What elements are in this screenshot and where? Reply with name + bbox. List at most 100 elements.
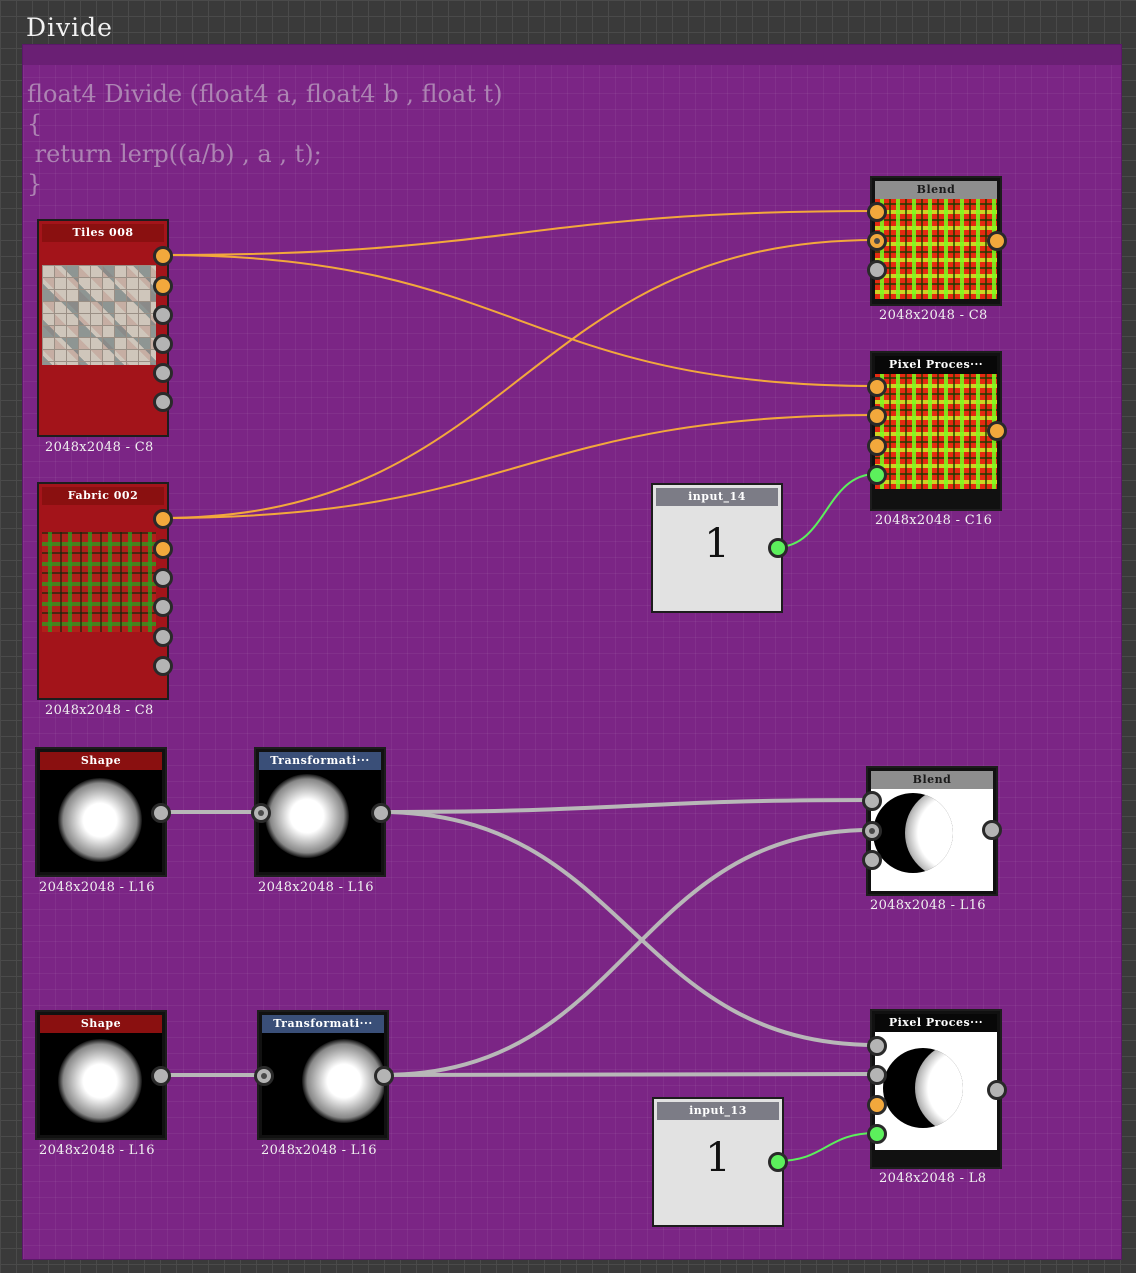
output-port[interactable]: [153, 363, 173, 383]
output-port[interactable]: [153, 539, 173, 559]
output-port[interactable]: [987, 231, 1007, 251]
node-title: Tiles 008: [42, 224, 164, 242]
output-port[interactable]: [151, 803, 171, 823]
output-port[interactable]: [151, 1066, 171, 1086]
node-preview: [42, 242, 164, 432]
output-port[interactable]: [153, 656, 173, 676]
shape-thumbnail: [58, 778, 142, 862]
node-resolution: 2048x2048 - L16: [39, 1143, 155, 1158]
node-pixel-processor-color[interactable]: Pixel Proces···: [870, 351, 1002, 511]
node-blend-color[interactable]: Blend: [870, 176, 1002, 306]
node-resolution: 2048x2048 - C8: [879, 308, 988, 323]
input-port[interactable]: [251, 803, 271, 823]
input-port[interactable]: [867, 231, 887, 251]
node-title: Pixel Proces···: [875, 1014, 997, 1032]
crescent-shape: [873, 793, 953, 873]
output-port[interactable]: [153, 392, 173, 412]
node-shape-1[interactable]: Shape: [35, 747, 167, 877]
output-port[interactable]: [987, 421, 1007, 441]
node-preview: [259, 770, 381, 872]
output-port[interactable]: [374, 1066, 394, 1086]
node-pixel-processor-gray[interactable]: Pixel Proces···: [870, 1009, 1002, 1169]
pixel-color-thumbnail: [875, 374, 997, 489]
node-transformation-1[interactable]: Transformati···: [254, 747, 386, 877]
tiles-thumbnail: [42, 265, 156, 365]
node-preview: [262, 1033, 384, 1135]
input-port[interactable]: [254, 1066, 274, 1086]
input-port[interactable]: [867, 465, 887, 485]
wire-transform2-to-blend-b: [382, 828, 872, 1077]
node-title: input_13: [657, 1102, 779, 1120]
wire-input14-to-pixel: [776, 473, 877, 548]
output-port[interactable]: [768, 538, 788, 558]
node-resolution: 2048x2048 - L16: [258, 880, 374, 895]
node-preview: [875, 374, 997, 506]
node-resolution: 2048x2048 - L8: [879, 1171, 987, 1186]
output-port[interactable]: [982, 820, 1002, 840]
input-port[interactable]: [862, 850, 882, 870]
input-port[interactable]: [867, 202, 887, 222]
wire-transform2-to-pixel-b: [382, 1072, 877, 1077]
output-port[interactable]: [371, 803, 391, 823]
output-port[interactable]: [153, 246, 173, 266]
wire-input13-to-pixel: [776, 1132, 877, 1162]
fabric-thumbnail: [42, 532, 156, 632]
node-resolution: 2048x2048 - C8: [45, 703, 154, 718]
blend-color-thumbnail: [875, 199, 997, 299]
node-resolution: 2048x2048 - L16: [261, 1143, 377, 1158]
frame-title: Divide: [26, 13, 113, 42]
node-preview: [871, 789, 993, 891]
input-port[interactable]: [867, 260, 887, 280]
wire-fabric-to-pixel-b: [161, 414, 877, 519]
node-title: Blend: [875, 181, 997, 199]
node-title: Shape: [40, 752, 162, 770]
input-port[interactable]: [862, 821, 882, 841]
input-port[interactable]: [867, 1124, 887, 1144]
frame-header-bar[interactable]: [23, 45, 1121, 65]
output-port[interactable]: [153, 334, 173, 354]
node-resolution: 2048x2048 - L16: [39, 880, 155, 895]
node-transformation-2[interactable]: Transformati···: [257, 1010, 389, 1140]
node-title: Transformati···: [259, 752, 381, 770]
output-port[interactable]: [768, 1152, 788, 1172]
node-title: Shape: [40, 1015, 162, 1033]
shape-thumbnail: [58, 1039, 142, 1123]
output-port[interactable]: [987, 1080, 1007, 1100]
wire-transform1-to-pixel-a: [379, 810, 877, 1047]
node-fabric-002[interactable]: Fabric 002: [37, 482, 169, 700]
frame-code-comment: float4 Divide (float4 a, float4 b , floa…: [27, 80, 503, 198]
node-preview: [875, 199, 997, 301]
node-input-13[interactable]: input_13 1: [652, 1097, 784, 1227]
node-resolution: 2048x2048 - C8: [45, 440, 154, 455]
input-port[interactable]: [867, 1065, 887, 1085]
output-port[interactable]: [153, 627, 173, 647]
output-port[interactable]: [153, 568, 173, 588]
node-preview: [875, 1032, 997, 1164]
output-port[interactable]: [153, 276, 173, 296]
node-title: Blend: [871, 771, 993, 789]
output-port[interactable]: [153, 509, 173, 529]
input-port[interactable]: [867, 377, 887, 397]
node-title: Transformati···: [262, 1015, 384, 1033]
transform-thumbnail: [265, 774, 349, 858]
node-resolution: 2048x2048 - L16: [870, 898, 986, 913]
node-title: Pixel Proces···: [875, 356, 997, 374]
node-tiles-008[interactable]: Tiles 008: [37, 219, 169, 437]
input-value: 1: [704, 521, 730, 567]
wire-tiles-to-pixel-a: [161, 254, 877, 387]
transform-thumbnail: [302, 1039, 384, 1123]
input-port[interactable]: [867, 1095, 887, 1115]
node-input-14[interactable]: input_14 1: [651, 483, 783, 613]
input-port[interactable]: [867, 436, 887, 456]
node-shape-2[interactable]: Shape: [35, 1010, 167, 1140]
input-port[interactable]: [862, 791, 882, 811]
input-value: 1: [705, 1135, 731, 1181]
output-port[interactable]: [153, 597, 173, 617]
output-port[interactable]: [153, 305, 173, 325]
input-port[interactable]: [867, 406, 887, 426]
node-title: Fabric 002: [42, 487, 164, 505]
crescent-shape: [883, 1048, 963, 1128]
node-blend-gray[interactable]: Blend: [866, 766, 998, 896]
input-port[interactable]: [867, 1036, 887, 1056]
